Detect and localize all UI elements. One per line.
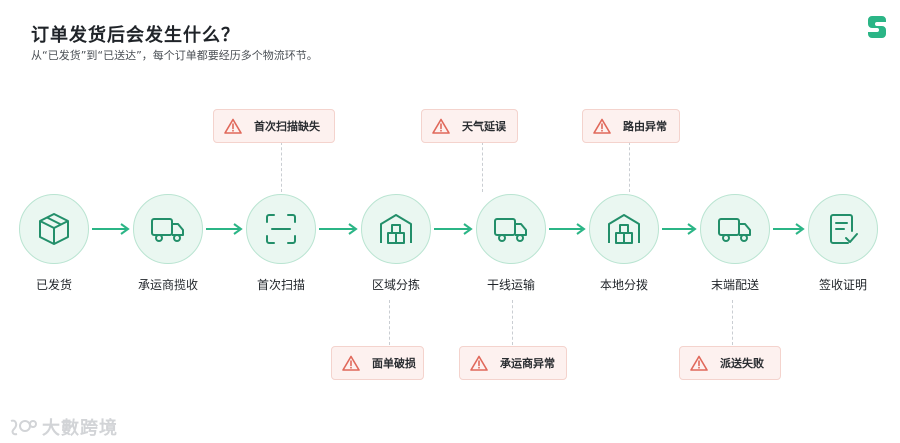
issue-label: 承运商异常 — [500, 357, 555, 370]
stage-shipped — [19, 194, 89, 264]
issue-label: 首次扫描缺失 — [254, 120, 320, 133]
truck-icon — [494, 218, 527, 242]
connector-line — [512, 300, 513, 345]
stage-last-mile — [700, 194, 770, 264]
stage-regional-sort — [361, 194, 431, 264]
stage-label-local-hub: 本地分拨 — [599, 278, 648, 292]
warehouse-icon — [380, 214, 412, 244]
issue-delivery-failed: 派送失败 — [679, 346, 781, 380]
warning-icon — [690, 355, 708, 371]
stage-label-proof-of-delivery: 签收证明 — [818, 278, 867, 292]
stage-label-last-mile: 末端配送 — [710, 278, 759, 292]
flow-arrow — [773, 222, 805, 236]
scan-icon — [266, 214, 296, 244]
issue-damaged-label: 面单破损 — [331, 346, 424, 380]
issue-label: 路由异常 — [623, 120, 667, 133]
page-subtitle: 从“已发货”到“已送达”，每个订单都要经历多个物流环节。 — [31, 49, 318, 62]
stage-label-shipped: 已发货 — [35, 278, 72, 292]
issue-carrier-exception: 承运商异常 — [459, 346, 567, 380]
flow-arrow — [549, 222, 586, 236]
issue-label: 面单破损 — [372, 357, 416, 370]
warehouse-icon — [608, 214, 640, 244]
issue-first-scan-missing: 首次扫描缺失 — [213, 109, 335, 143]
flow-arrow — [319, 222, 358, 236]
box-icon — [39, 213, 69, 245]
warning-icon — [593, 118, 611, 134]
flow-arrow — [206, 222, 243, 236]
issue-routing-exception: 路由异常 — [582, 109, 680, 143]
stage-label-first-scan: 首次扫描 — [256, 278, 305, 292]
stage-linehaul — [476, 194, 546, 264]
stage-label-regional-sort: 区域分拣 — [371, 278, 420, 292]
warning-icon — [470, 355, 488, 371]
brand-logo-icon — [868, 16, 886, 38]
connector-line — [281, 142, 282, 192]
connector-line — [732, 300, 733, 345]
stage-first-scan — [246, 194, 316, 264]
stage-carrier-pickup — [133, 194, 203, 264]
connector-line — [629, 142, 630, 192]
connector-line — [389, 300, 390, 345]
warning-icon — [342, 355, 360, 371]
truck-icon — [151, 218, 184, 242]
issue-weather-delay: 天气延误 — [421, 109, 518, 143]
watermark: 大數跨境 — [8, 414, 118, 440]
watermark-text: 大數跨境 — [42, 418, 118, 439]
warning-icon — [224, 118, 242, 134]
stage-local-hub — [589, 194, 659, 264]
flow-arrow — [434, 222, 473, 236]
truck-icon — [718, 218, 751, 242]
page-title: 订单发货后会发生什么？ — [31, 25, 240, 46]
stage-proof-of-delivery — [808, 194, 878, 264]
warning-icon — [432, 118, 450, 134]
flow-arrow — [92, 222, 130, 236]
stage-label-carrier-pickup: 承运商揽收 — [137, 278, 198, 292]
issue-label: 天气延误 — [462, 120, 506, 133]
watermark-logo-icon — [10, 419, 37, 436]
document-check-icon — [830, 214, 858, 244]
issue-label: 派送失败 — [720, 357, 764, 370]
flow-arrow — [662, 222, 697, 236]
stage-label-linehaul: 干线运输 — [486, 278, 535, 292]
connector-line — [482, 142, 483, 192]
